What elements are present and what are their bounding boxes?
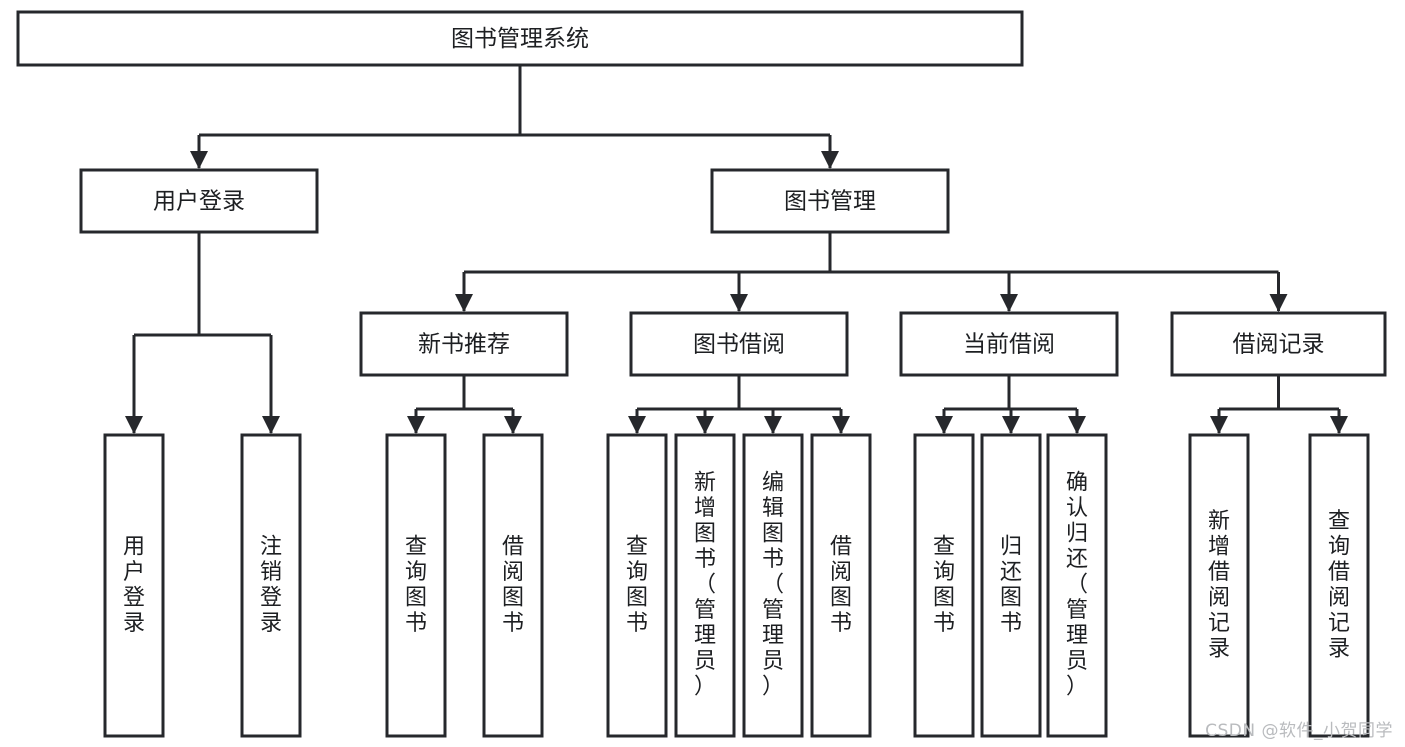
arrow-down-icon	[455, 294, 473, 312]
node-label: 注销登录	[260, 534, 282, 636]
node-level2-book-borrow[interactable]: 图书借阅	[629, 311, 849, 377]
node-label: 用户登录	[153, 189, 245, 215]
arrow-down-icon	[821, 151, 839, 169]
arrow-down-icon	[1000, 294, 1018, 312]
node-label: 确认归还（管理员）	[1066, 471, 1088, 700]
node-box[interactable]	[103, 433, 165, 738]
node-box[interactable]	[899, 311, 1119, 377]
node-label: 用户登录	[123, 534, 145, 636]
node-box[interactable]	[482, 433, 544, 738]
arrow-down-icon	[262, 416, 280, 434]
node-label: 新增图书（管理员）	[694, 471, 716, 700]
node-leaf-leaf-borrow-query-book[interactable]: 查询图书	[606, 433, 668, 738]
arrow-down-icon	[125, 416, 143, 434]
node-box[interactable]	[385, 433, 447, 738]
node-level1-book-manage[interactable]: 图书管理	[710, 168, 950, 234]
node-leaf-leaf-borrow-edit-book[interactable]: 编辑图书（管理员）	[742, 433, 804, 738]
node-root-root[interactable]: 图书管理系统	[16, 10, 1024, 67]
node-label: 查询图书	[405, 534, 427, 636]
node-level2-current-borrow[interactable]: 当前借阅	[899, 311, 1119, 377]
arrow-down-icon	[730, 294, 748, 312]
node-box[interactable]	[810, 433, 872, 738]
arrow-down-icon	[1269, 294, 1288, 312]
arrow-down-icon	[935, 416, 953, 434]
node-label: 图书管理	[784, 189, 876, 215]
node-box[interactable]	[1308, 433, 1370, 738]
arrow-down-icon	[1068, 416, 1086, 434]
node-label: 借阅图书	[830, 534, 852, 636]
node-label: 借阅记录	[1233, 332, 1325, 358]
node-leaf-leaf-borrow-borrow-book[interactable]: 借阅图书	[810, 433, 872, 738]
node-leaf-leaf-cur-query-book[interactable]: 查询图书	[913, 433, 975, 738]
node-label: 新书推荐	[418, 332, 510, 358]
arrow-down-icon	[696, 416, 714, 434]
node-label: 新增借阅记录	[1208, 509, 1230, 662]
node-leaf-leaf-user-logout[interactable]: 注销登录	[240, 433, 302, 738]
node-box[interactable]	[742, 433, 804, 738]
csdn-watermark: CSDN @软件_小贺同学	[1205, 721, 1393, 741]
node-box[interactable]	[1046, 433, 1108, 738]
node-level1-user-login[interactable]: 用户登录	[79, 168, 319, 234]
node-leaf-leaf-cur-return-book[interactable]: 归还图书	[980, 433, 1042, 738]
node-label: 查询图书	[933, 534, 955, 636]
node-leaf-leaf-rec-query-book[interactable]: 查询图书	[385, 433, 447, 738]
node-leaf-leaf-cur-confirm-return[interactable]: 确认归还（管理员）	[1046, 433, 1108, 738]
node-label: 借阅图书	[502, 534, 524, 636]
node-leaf-leaf-user-login[interactable]: 用户登录	[103, 433, 165, 738]
node-leaf-leaf-rec-add-record[interactable]: 新增借阅记录	[1188, 433, 1250, 738]
node-label: 图书管理系统	[451, 26, 589, 52]
node-box[interactable]	[240, 433, 302, 738]
node-leaf-leaf-borrow-add-book[interactable]: 新增图书（管理员）	[674, 433, 736, 738]
node-leaf-leaf-rec-query-record[interactable]: 查询借阅记录	[1308, 433, 1370, 738]
node-label: 查询借阅记录	[1328, 509, 1350, 662]
node-label: 查询图书	[626, 534, 648, 636]
node-box[interactable]	[913, 433, 975, 738]
node-box[interactable]	[359, 311, 569, 377]
node-box[interactable]	[674, 433, 736, 738]
node-box[interactable]	[606, 433, 668, 738]
node-label: 编辑图书（管理员）	[762, 471, 784, 700]
node-box[interactable]	[79, 168, 319, 234]
node-box[interactable]	[1170, 311, 1387, 377]
arrow-down-icon	[832, 416, 850, 434]
arrow-down-icon	[407, 416, 425, 434]
node-label: 图书借阅	[693, 332, 785, 358]
node-label: 当前借阅	[963, 332, 1055, 358]
arrow-down-icon	[190, 151, 208, 169]
node-level2-borrow-record[interactable]: 借阅记录	[1170, 311, 1387, 377]
node-layer: 图书管理系统用户登录图书管理新书推荐图书借阅当前借阅借阅记录用户登录注销登录查询…	[16, 10, 1387, 738]
node-leaf-leaf-rec-borrow-book[interactable]: 借阅图书	[482, 433, 544, 738]
node-box[interactable]	[629, 311, 849, 377]
arrow-down-icon	[628, 416, 646, 434]
arrow-down-icon	[504, 416, 522, 434]
node-level2-new-book-rec[interactable]: 新书推荐	[359, 311, 569, 377]
node-box[interactable]	[710, 168, 950, 234]
arrow-down-icon	[1002, 416, 1020, 434]
node-box[interactable]	[1188, 433, 1250, 738]
node-label: 归还图书	[1000, 534, 1022, 636]
connector-layer	[125, 65, 1348, 434]
arrow-down-icon	[1330, 416, 1348, 434]
node-box[interactable]	[16, 10, 1024, 67]
node-box[interactable]	[980, 433, 1042, 738]
arrow-down-icon	[1210, 416, 1228, 434]
arrow-down-icon	[764, 416, 782, 434]
